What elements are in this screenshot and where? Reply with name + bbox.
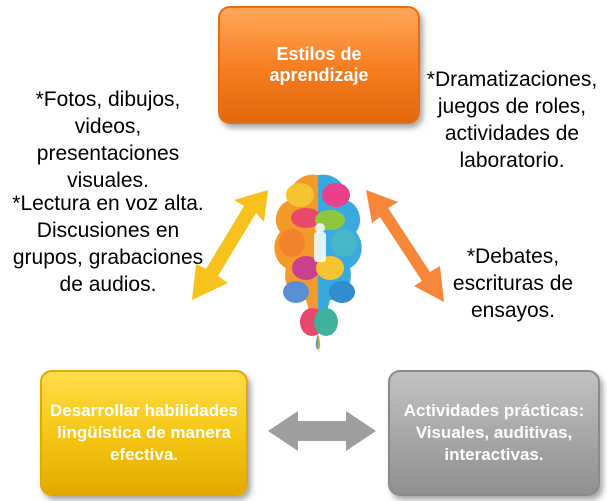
learning-styles-label: Estilos de aprendizaje bbox=[269, 44, 369, 85]
practical-activities-label: Actividades prácticas: Visuales, auditiv… bbox=[403, 401, 585, 464]
writing-examples-text: *Debates, escrituras de ensayos. bbox=[452, 245, 574, 322]
develop-skills-label: Desarrollar habilidades lingüística de m… bbox=[49, 401, 239, 464]
brain-icon bbox=[274, 174, 362, 350]
visual-examples-text: *Fotos, dibujos, videos, presentaciones … bbox=[35, 88, 181, 192]
double-arrow-gray bbox=[268, 411, 376, 451]
develop-skills-box: Desarrollar habilidades lingüística de m… bbox=[40, 370, 248, 496]
double-arrow-yellow bbox=[192, 190, 268, 300]
auditory-examples-text: *Lectura en voz alta. Discusiones en gru… bbox=[12, 192, 204, 296]
double-arrow-orange bbox=[366, 190, 444, 302]
kinesthetic-examples-text: *Dramatizaciones, juegos de roles, activ… bbox=[426, 68, 598, 172]
learning-styles-box: Estilos de aprendizaje bbox=[218, 6, 420, 124]
practical-activities-box: Actividades prácticas: Visuales, auditiv… bbox=[388, 370, 600, 496]
